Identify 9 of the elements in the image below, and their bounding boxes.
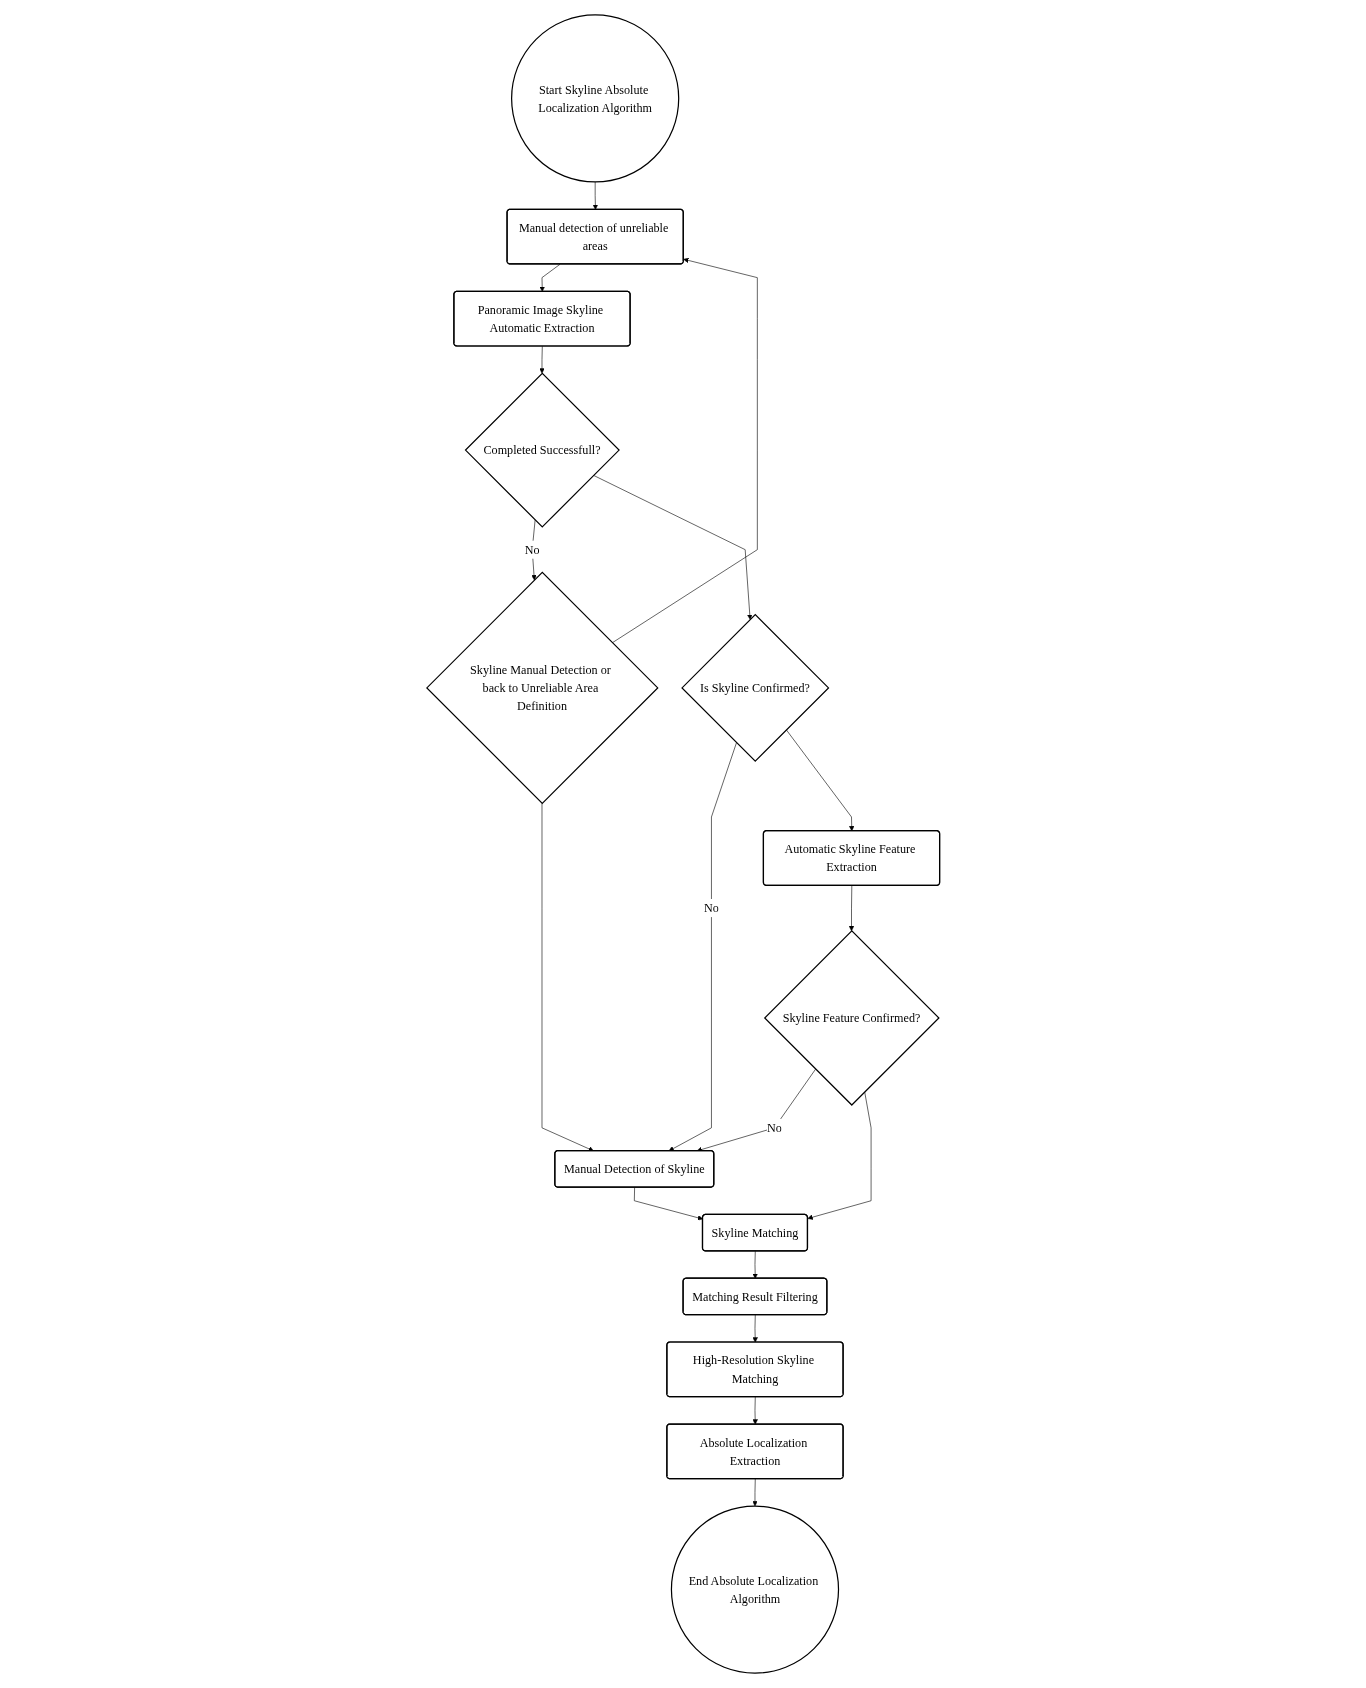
edge-label: No xyxy=(703,901,719,915)
node-diamond: Skyline Feature Confirmed? xyxy=(763,930,940,1106)
node-diamond: Is Skyline Confirmed? xyxy=(680,613,830,762)
node-diamond: Skyline Manual Detection or back to Unreliable Area Definition xyxy=(425,571,659,805)
node-circle: End Absolute Localization Algorithm xyxy=(670,1505,839,1674)
node-circle: Start Skyline Absolute Localization Algorithm xyxy=(510,14,680,183)
edge-label: No xyxy=(524,542,540,557)
node-diamond: Completed Successfull? xyxy=(464,372,620,528)
edge-label: No xyxy=(766,1121,782,1135)
